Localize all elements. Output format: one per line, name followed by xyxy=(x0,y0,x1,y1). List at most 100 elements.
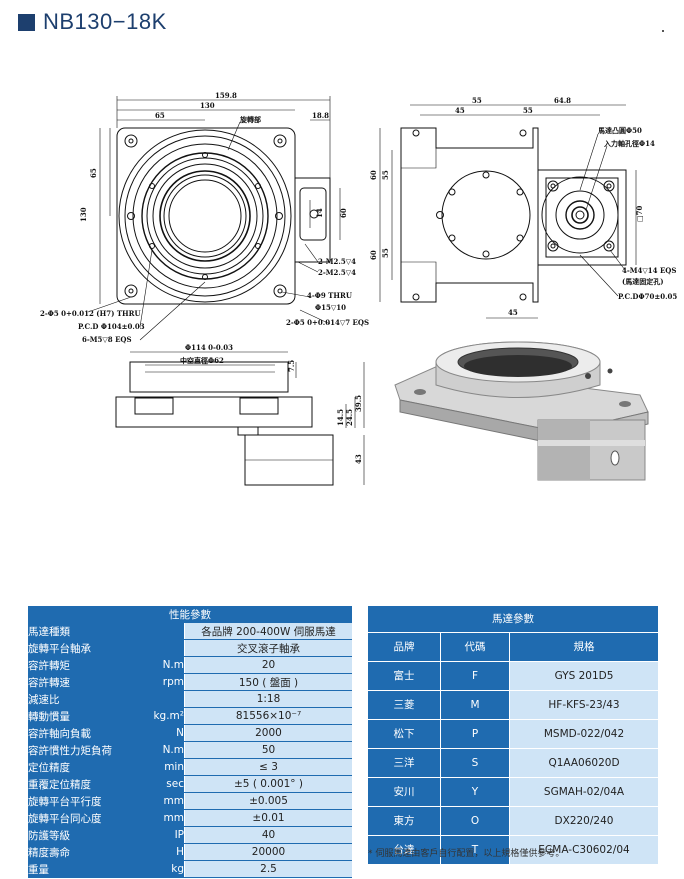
column-spec: 規格 xyxy=(509,631,658,661)
label-input-shaft: 入力軸孔徑Φ14 xyxy=(603,139,655,148)
motor-code: O xyxy=(440,805,510,835)
param-name: 重量 xyxy=(28,860,138,878)
param-name: 定位精度 xyxy=(28,758,138,776)
footnote: * 伺服馬達由客戶自行配置，以上規格僅供參考。 xyxy=(368,849,565,859)
param-value: ≤ 3 xyxy=(184,758,352,776)
dim-14-5: 14.5 xyxy=(336,409,345,426)
label-4-m4: 4-M4▽14 EQS xyxy=(622,266,676,275)
dim-hollow-62: 中空直徑Φ62 xyxy=(180,356,224,365)
param-name: 重覆定位精度 xyxy=(28,775,138,793)
param-unit: N.m xyxy=(138,741,185,759)
motor-brand: 三洋 xyxy=(368,747,441,777)
param-unit xyxy=(138,639,185,657)
label-phi15: Φ15▽10 xyxy=(315,303,346,312)
param-name: 精度壽命 xyxy=(28,843,138,861)
dim-130: 130 xyxy=(200,101,215,110)
param-value: 交叉滾子軸承 xyxy=(184,639,352,657)
motor-brand: 富士 xyxy=(368,660,441,690)
param-value: ±0.01 xyxy=(184,809,352,827)
param-value: 81556×10⁻⁷ xyxy=(184,707,352,725)
dim-18-8: 18.8 xyxy=(312,111,329,120)
motor-brand: 松下 xyxy=(368,718,441,748)
param-unit: kg.m² xyxy=(138,707,185,725)
title-square-icon xyxy=(18,13,35,31)
technical-drawing: 159.8 130 65 18.8 65 130 14 60 旋轉部 2-M2.… xyxy=(40,91,677,486)
param-unit: rpm xyxy=(138,673,185,691)
title-text: NB130−18K xyxy=(43,9,167,34)
param-value: 150 ( 盤面 ) xyxy=(184,673,352,691)
motor-brand: 安川 xyxy=(368,776,441,806)
dim-side-45: 45 xyxy=(455,106,465,115)
dim-side-70: □70 xyxy=(635,206,644,222)
product-3d-render xyxy=(394,341,649,481)
label-2-phi5-h7: 2-Φ5 0+0.012 (H7) THRU xyxy=(40,309,141,318)
dim-side-55-b: 55 xyxy=(523,106,533,115)
param-value: 40 xyxy=(184,826,352,844)
param-name: 容許慣性力矩負荷 xyxy=(28,741,138,759)
label-4-phi9: 4-Φ9 THRU xyxy=(307,291,352,300)
dim-14: 14 xyxy=(315,208,324,218)
dim-39-5: 39.5 xyxy=(354,395,363,412)
param-unit: sec xyxy=(138,775,185,793)
motor-spec: ECMA-C30602/04 xyxy=(509,834,658,864)
param-unit: min xyxy=(138,758,185,776)
motor-spec: MSMD-022/042 xyxy=(509,718,658,748)
param-name: 馬達種類 xyxy=(28,623,138,640)
column-code: 代碼 xyxy=(440,631,510,661)
motor-code: T xyxy=(440,834,510,864)
param-value: 20000 xyxy=(184,843,352,861)
label-6-m5: 6-M5▽8 EQS xyxy=(82,335,132,344)
param-value: 50 xyxy=(184,741,352,759)
front-view xyxy=(115,351,365,486)
motor-spec: GYS 201D5 xyxy=(509,660,658,690)
motor-spec: SGMAH-02/04A xyxy=(509,776,658,806)
label-pcd-104: P.C.D Φ104±0.03 xyxy=(78,322,145,331)
param-name: 容許轉矩 xyxy=(28,656,138,674)
corner-dot xyxy=(662,30,664,32)
motor-spec: HF-KFS-23/43 xyxy=(509,689,658,719)
label-rotating-part: 旋轉部 xyxy=(239,115,261,124)
dim-side-64-8: 64.8 xyxy=(554,96,571,105)
dim-side-55-d: 55 xyxy=(381,248,390,258)
param-name: 容許軸向負載 xyxy=(28,724,138,742)
label-motor-fix-hole: (馬達固定孔) xyxy=(622,277,664,286)
param-unit: N xyxy=(138,724,185,742)
dim-side-55-c: 55 xyxy=(381,170,390,180)
top-view xyxy=(87,96,341,341)
dim-side-60: 60 xyxy=(369,170,378,180)
motor-spec: DX220/240 xyxy=(509,805,658,835)
page-title: NB130−18K xyxy=(18,8,167,36)
label-2-m2-5-b: 2-M2.5▽4 xyxy=(318,257,356,266)
performance-table: 性能參數 馬達種類各品牌 200-400W 伺服馬達旋轉平台軸承交叉滾子軸承容許… xyxy=(28,606,352,878)
param-value: 2000 xyxy=(184,724,352,742)
dim-60: 60 xyxy=(339,208,348,218)
performance-header: 性能參數 xyxy=(28,606,352,623)
param-unit: kg xyxy=(138,860,185,878)
param-unit: N.m xyxy=(138,656,185,674)
table-row: 馬達種類各品牌 200-400W 伺服馬達 xyxy=(28,623,352,640)
param-unit: mm xyxy=(138,792,185,810)
dim-65-vertical: 65 xyxy=(89,168,98,178)
param-name: 容許轉速 xyxy=(28,673,138,691)
dim-phi114: Φ114 0-0.03 xyxy=(185,343,233,352)
param-unit xyxy=(138,690,185,708)
param-name: 減速比 xyxy=(28,690,138,708)
param-value: ±0.005 xyxy=(184,792,352,810)
param-unit: mm xyxy=(138,809,185,827)
